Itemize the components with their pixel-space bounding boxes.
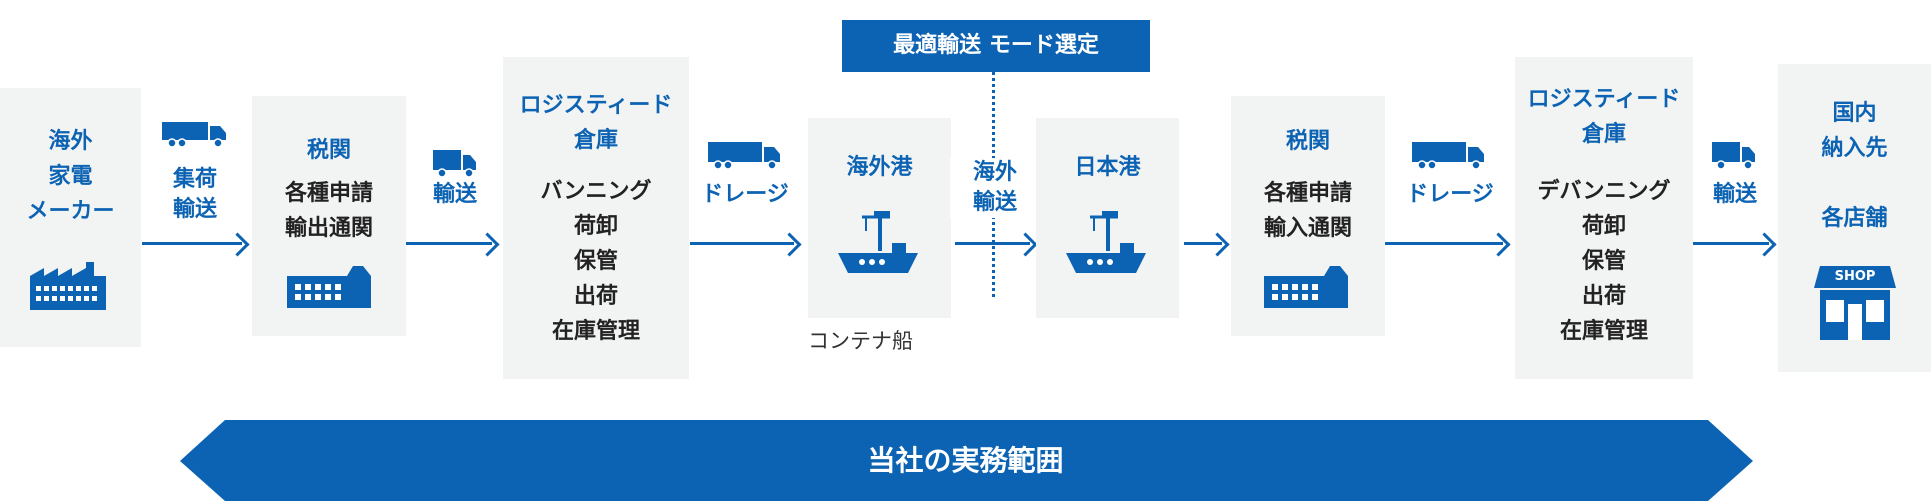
truck-icon	[433, 150, 476, 178]
truck-icon	[708, 142, 780, 170]
truck-icon	[1712, 142, 1755, 170]
customs-import-title: 税関	[1285, 129, 1330, 154]
connector-line	[1385, 242, 1503, 245]
warehouse-import-item: 在庫管理	[1559, 319, 1648, 344]
retail-line-2: 納入先	[1821, 136, 1888, 161]
warehouse-export-title: ロジスティード 倉庫	[503, 88, 689, 158]
connector-line	[955, 242, 1030, 245]
japan-port-title: 日本港	[1074, 155, 1141, 180]
transport-label: 輸送	[1712, 182, 1757, 207]
drayage-label: ドレージ	[701, 182, 789, 207]
customs-import-item: 輸入通関	[1263, 216, 1352, 241]
warehouse-import-item: 出荷	[1581, 284, 1626, 309]
customs-export-items: 各種申請 輸出通関	[252, 176, 406, 246]
sea-transport-label: 海外 輸送	[950, 158, 1040, 218]
warehouse-export-item: 保管	[573, 249, 618, 274]
maker-label: 海外 家電 メーカー	[0, 124, 141, 229]
warehouse-export-title-line: ロジスティード	[519, 93, 673, 118]
connector-line	[690, 242, 794, 245]
warehouse-export-item: 在庫管理	[551, 319, 640, 344]
customs-import-items: 各種申請 輸入通関	[1231, 176, 1385, 246]
node-warehouse-export	[503, 57, 689, 379]
warehouse-import-items: デバンニング 荷卸 保管 出荷 在庫管理	[1515, 174, 1693, 349]
customs-import-item: 各種申請	[1263, 181, 1352, 206]
warehouse-export-item: バンニング	[540, 179, 652, 204]
retail-line-1: 国内	[1832, 101, 1877, 126]
truck-icon	[162, 122, 226, 148]
customs-export-item: 各種申請	[284, 181, 373, 206]
warehouse-export-items: バンニング 荷卸 保管 出荷 在庫管理	[503, 174, 689, 349]
customs-export-item: 輸出通関	[284, 216, 373, 241]
sea-transport-line: 海外	[972, 160, 1017, 185]
warehouse-import-title-line: ロジスティード	[1527, 87, 1681, 112]
warehouse-import-item: デバンニング	[1537, 179, 1671, 204]
warehouse-import-item: 荷卸	[1581, 214, 1626, 239]
mode-selection-label: 最適輸送 モード選定	[842, 20, 1150, 72]
collect-line-2: 輸送	[172, 197, 217, 222]
warehouse-import-title-line: 倉庫	[1581, 122, 1626, 147]
warehouse-import-item: 保管	[1581, 249, 1626, 274]
factory-icon	[30, 262, 106, 310]
collect-line-1: 集荷	[172, 167, 217, 192]
connector-line	[1184, 242, 1222, 245]
node-warehouse-import	[1515, 57, 1693, 379]
warehouse-import-title: ロジスティード 倉庫	[1515, 82, 1693, 152]
shop-sign-text: SHOP	[1834, 269, 1876, 284]
shop-icon-shape	[1814, 266, 1896, 340]
collect-transport-label: 集荷 輸送	[150, 165, 240, 225]
maker-line-1: 海外	[48, 129, 93, 154]
warehouse-export-item: 出荷	[573, 284, 618, 309]
ship-crane-icon	[838, 211, 918, 273]
connector-line	[1693, 242, 1769, 245]
ship-crane-icon	[1066, 211, 1146, 273]
maker-line-3: メーカー	[26, 199, 115, 224]
retail-line-3: 各店舗	[1821, 206, 1888, 231]
maker-line-2: 家電	[48, 164, 93, 189]
container-ship-caption: コンテナ船	[808, 329, 913, 353]
building-icon	[1264, 266, 1348, 308]
customs-export-title: 税関	[306, 138, 351, 163]
building-icon	[287, 266, 371, 308]
truck-icon	[1412, 142, 1484, 170]
overseas-port-title: 海外港	[846, 155, 913, 180]
connector-line	[406, 242, 492, 245]
scope-label: 当社の実務範囲	[867, 444, 1064, 477]
drayage-label: ドレージ	[1406, 182, 1494, 207]
transport-label: 輸送	[432, 182, 477, 207]
sea-transport-line: 輸送	[972, 190, 1017, 215]
warehouse-export-title-line: 倉庫	[573, 128, 618, 153]
shop-icon: SHOP	[1814, 266, 1896, 340]
warehouse-export-item: 荷卸	[573, 214, 618, 239]
connector-line	[142, 242, 242, 245]
retail-label: 国内 納入先 各店舗	[1778, 96, 1931, 236]
